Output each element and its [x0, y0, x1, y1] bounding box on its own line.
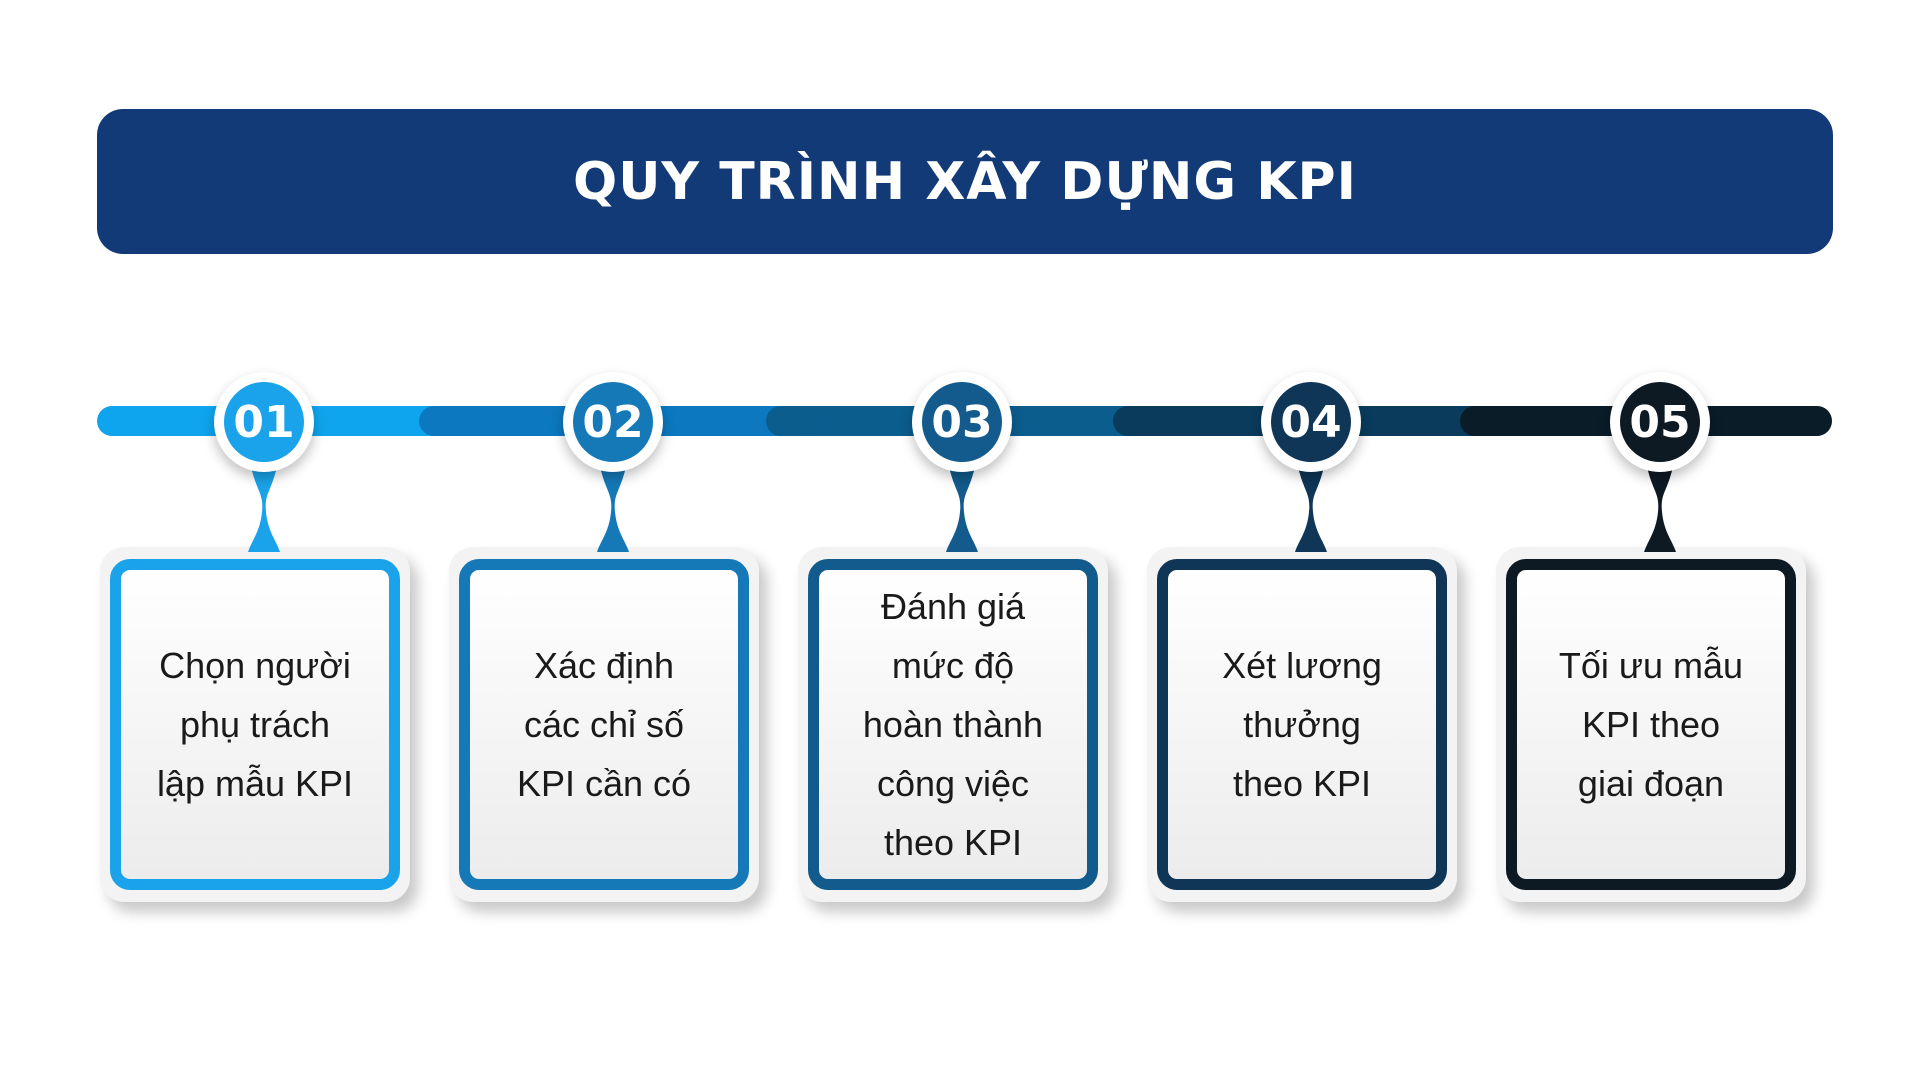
- timeline-segment-overlap: [766, 406, 821, 436]
- step-number: 05: [1620, 382, 1700, 462]
- step-description: Đánh giá mức độ hoàn thành công việc theo KP…: [857, 577, 1049, 872]
- connector-shape: [597, 462, 629, 552]
- step-number-badge: 01: [214, 372, 314, 472]
- step-description-line: công việc: [876, 763, 1030, 804]
- step-card: Xét lương thưởng theo KPI: [1147, 547, 1457, 902]
- step-description-line: theo KPI: [1232, 763, 1372, 804]
- step-connector: [1295, 462, 1327, 552]
- connector-shape: [946, 462, 978, 552]
- step-connector: [1644, 462, 1676, 552]
- step-number: 02: [573, 382, 653, 462]
- step-card: Đánh giá mức độ hoàn thành công việc theo KP…: [798, 547, 1108, 902]
- timeline-segment-overlap: [1460, 406, 1515, 436]
- step-card: Xác định các chỉ số KPI cần có: [449, 547, 759, 902]
- step-number-badge: 04: [1261, 372, 1361, 472]
- step-description: Xét lương thưởng theo KPI: [1216, 636, 1388, 813]
- step-description-line: các chỉ số: [523, 704, 685, 745]
- step-description-line: Đánh giá: [880, 586, 1026, 627]
- connector-shape: [248, 462, 280, 552]
- step-description-line: thưởng: [1243, 704, 1361, 745]
- step-description-line: lập mẫu KPI: [156, 763, 354, 804]
- step-description-line: theo KPI: [883, 822, 1023, 863]
- step-number-badge: 05: [1610, 372, 1710, 472]
- step-card-frame: Xét lương thưởng theo KPI: [1157, 559, 1447, 890]
- timeline-segment-overlap: [1113, 406, 1168, 436]
- connector-shape: [1295, 462, 1327, 552]
- step-description-line: Chọn người: [159, 645, 351, 686]
- page-title: QUY TRÌNH XÂY DỰNG KPI: [573, 151, 1357, 212]
- connector-shape: [1644, 462, 1676, 552]
- step-description-line: giai đoạn: [1577, 763, 1725, 804]
- title-banner: QUY TRÌNH XÂY DỰNG KPI: [97, 109, 1833, 254]
- step-description-line: hoàn thành: [862, 704, 1044, 745]
- step-card-frame: Chọn người phụ trách lập mẫu KPI: [110, 559, 400, 890]
- step-card: Chọn người phụ trách lập mẫu KPI: [100, 547, 410, 902]
- step-description-line: Tối ưu mẫu: [1558, 645, 1744, 686]
- timeline-segment-overlap: [419, 406, 474, 436]
- step-description-line: KPI theo: [1581, 704, 1721, 745]
- step-description: Chọn người phụ trách lập mẫu KPI: [151, 636, 359, 813]
- step-description-line: phụ trách: [179, 704, 331, 745]
- step-description: Xác định các chỉ số KPI cần có: [511, 636, 697, 813]
- step-description-line: mức độ: [891, 645, 1015, 686]
- step-number: 01: [224, 382, 304, 462]
- step-card-frame: Xác định các chỉ số KPI cần có: [459, 559, 749, 890]
- step-number-badge: 03: [912, 372, 1012, 472]
- step-description-line: Xác định: [533, 645, 675, 686]
- step-connector: [248, 462, 280, 552]
- step-number-badge: 02: [563, 372, 663, 472]
- step-connector: [597, 462, 629, 552]
- step-card-frame: Đánh giá mức độ hoàn thành công việc theo KP…: [808, 559, 1098, 890]
- step-description-line: KPI cần có: [516, 763, 692, 804]
- step-number: 04: [1271, 382, 1351, 462]
- step-number: 03: [922, 382, 1002, 462]
- step-connector: [946, 462, 978, 552]
- step-description-line: Xét lương: [1222, 645, 1382, 686]
